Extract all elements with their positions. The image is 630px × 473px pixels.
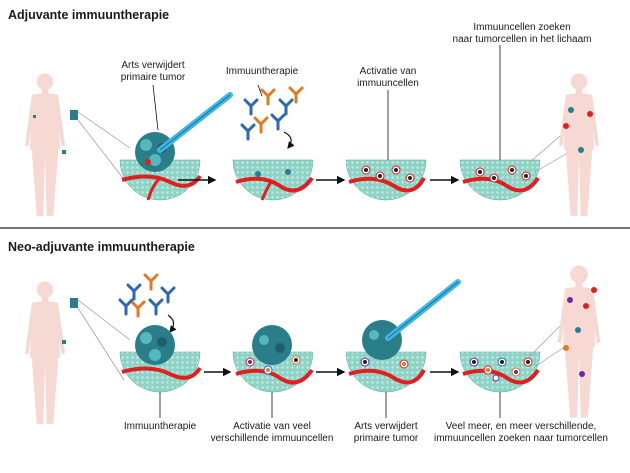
tissue-bowl-top-4 [459,159,541,201]
tissue-bowl-bottom-2 [232,325,314,393]
body-figure-bottom-left [25,281,65,424]
label-bottom-arts-verwijdert: Arts verwijdert primaire tumor [353,421,419,444]
tissue-bowl-top-1 [119,132,202,201]
label-top-activatie: Activatie van immuuncellen [357,66,419,89]
tissue-bowl-bottom-3 [345,320,427,393]
label-bottom-activatie: Activatie van veel verschillende immuunc… [210,421,334,444]
tissue-bowl-top-3 [345,159,427,201]
label-bottom-zoeken: Veel meer, en meer verschillende, immuun… [434,421,608,444]
antibody-cluster-top [240,86,304,141]
body-figure-top-left [25,73,65,216]
label-top-immuuntherapie: Immuuntherapie [225,66,299,77]
label-bottom-immuuntherapie: Immuuntherapie [123,421,197,432]
antibody-cluster-bottom [118,273,176,318]
title-adjuvant: Adjuvante immuuntherapie [8,8,170,22]
label-top-zoeken: Immuuncellen zoeken naar tumorcellen in … [452,22,592,45]
tissue-bowl-top-2 [232,159,314,201]
title-neo-adjuvant: Neo-adjuvante immuuntherapie [8,240,195,254]
label-top-arts-verwijdert: Arts verwijdert primaire tumor [120,60,186,83]
body-figure-top-right [559,73,599,216]
tissue-bowl-bottom-1 [119,325,202,393]
tissue-bowl-bottom-4 [459,351,541,393]
primary-tumor-marker [70,110,78,120]
